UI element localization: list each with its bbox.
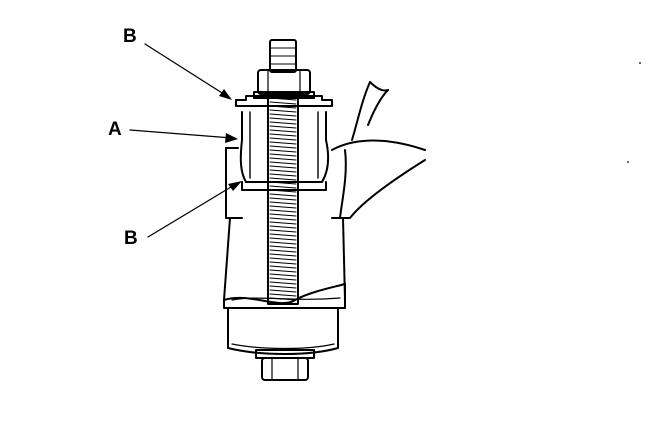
callout-b-top: B (123, 26, 137, 47)
bushing-part-a (239, 111, 330, 191)
arrow-a (129, 129, 233, 139)
arrow-b-bottom (147, 183, 237, 238)
speck (627, 161, 629, 163)
leader-arrows (129, 43, 242, 238)
suspension-arm (331, 81, 426, 219)
callout-b-bottom: B (124, 228, 138, 249)
arrow-b-top (144, 43, 231, 99)
callout-a: A (108, 119, 122, 140)
arrowhead-b-bottom (228, 181, 242, 191)
top-nut (257, 69, 311, 95)
threaded-rod (267, 39, 299, 305)
arrowhead-a (225, 133, 238, 143)
bottom-nut (255, 349, 315, 381)
arrowhead-b-top (219, 89, 232, 100)
speck (639, 62, 641, 64)
